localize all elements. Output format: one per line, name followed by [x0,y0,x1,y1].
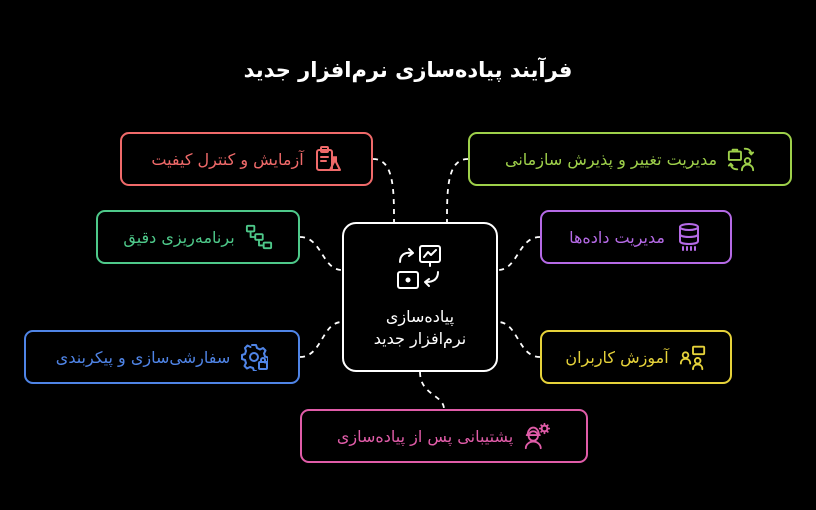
node-change-management[interactable]: مدیریت تغییر و پذیرش سازمانی [468,132,792,186]
node-data-management-label: مدیریت داده‌ها [569,227,665,247]
gear-lock-icon [240,343,269,371]
center-label-line1: پیاده‌سازی [385,307,455,326]
node-support[interactable]: پشتیبانی پس از پیاده‌سازی [300,409,588,463]
database-icon [675,223,703,251]
node-support-label: پشتیبانی پس از پیاده‌سازی [336,426,514,446]
node-planning[interactable]: برنامه‌ریزی دقیق [96,210,300,264]
support-engineer-icon [523,422,551,450]
node-data-management[interactable]: مدیریت داده‌ها [540,210,732,264]
connector-data [497,236,541,271]
center-node[interactable]: پیاده‌سازی نرم‌افزار جدید [342,222,498,372]
center-label: پیاده‌سازی نرم‌افزار جدید [344,306,496,350]
diagram-title: فرآیند پیاده‌سازی نرم‌افزار جدید [243,58,573,82]
flow-steps-icon [245,223,273,251]
connector-testing [372,158,395,223]
connector-change [446,158,469,223]
node-testing[interactable]: آزمایش و کنترل کیفیت [120,132,373,186]
connector-custom [299,321,343,358]
node-training[interactable]: آموزش کاربران [540,330,732,384]
briefcase-person-icon [727,145,755,173]
people-training-icon [679,343,707,371]
center-label-line2: نرم‌افزار جدید [373,329,467,348]
node-change-management-label: مدیریت تغییر و پذیرش سازمانی [504,149,718,169]
node-planning-label: برنامه‌ریزی دقیق [123,227,235,247]
node-training-label: آموزش کاربران [565,347,669,367]
connector-training [497,321,541,358]
node-customization[interactable]: سفارشی‌سازی و پیکربندی [24,330,300,384]
connector-support [419,371,445,410]
connector-planning [299,236,343,271]
node-customization-label: سفارشی‌سازی و پیکربندی [55,347,231,367]
node-testing-label: آزمایش و کنترل کیفیت [151,149,304,169]
clipboard-flask-icon [314,145,342,173]
presentation-board-icon [344,244,496,292]
